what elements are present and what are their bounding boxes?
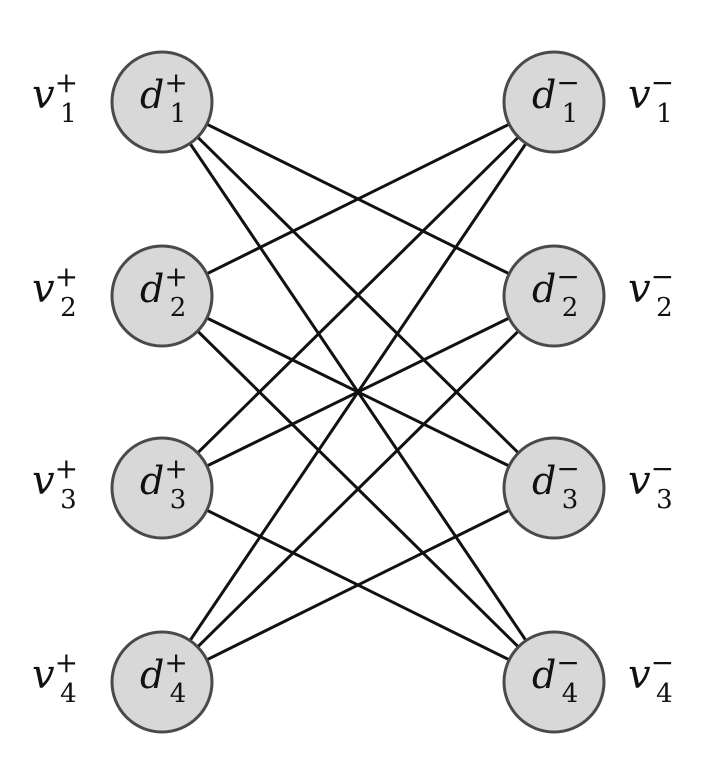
node-label-r2-subscript: 2 bbox=[562, 293, 579, 323]
side-label-right-3-superscript: − bbox=[651, 452, 674, 485]
side-label-right-2-subscript: 2 bbox=[656, 293, 673, 323]
node-label-r4-superscript: − bbox=[556, 646, 579, 679]
node-l4: d+4 bbox=[110, 630, 214, 734]
node-label-l4-superscript: + bbox=[164, 646, 187, 679]
side-label-left-2-superscript: + bbox=[55, 260, 78, 293]
side-label-left-3: v+3 bbox=[32, 452, 78, 515]
node-r4: d−4 bbox=[502, 630, 606, 734]
side-label-right-2-base: v bbox=[628, 266, 651, 312]
edge-l2-r1 bbox=[160, 100, 556, 298]
node-label-r4-subscript: 4 bbox=[562, 679, 579, 709]
side-label-left-2-base: v bbox=[32, 266, 55, 312]
node-label-r2-superscript: − bbox=[556, 260, 579, 293]
node-label-l3: d+3 bbox=[140, 452, 188, 515]
edge-l4-r3 bbox=[160, 486, 556, 684]
node-label-l2-subscript: 2 bbox=[170, 293, 187, 323]
edge-layer bbox=[160, 100, 556, 684]
side-label-layer: v+1v+2v+3v+4v−1v−2v−3v−4 bbox=[32, 66, 674, 709]
side-label-left-2-subscript: 2 bbox=[60, 293, 77, 323]
edge-l4-r2 bbox=[160, 294, 556, 684]
node-label-l3-subscript: 3 bbox=[170, 485, 187, 515]
edge-l4-r1 bbox=[160, 100, 556, 684]
node-label-l4: d+4 bbox=[140, 646, 188, 709]
node-label-l3-base: d bbox=[140, 459, 164, 503]
node-circle-r1 bbox=[502, 50, 606, 154]
side-label-left-3-subscript: 3 bbox=[60, 485, 77, 515]
edge-l3-r1 bbox=[160, 100, 556, 490]
node-r1: d−1 bbox=[502, 50, 606, 154]
node-r2: d−2 bbox=[502, 244, 606, 348]
node-l3: d+3 bbox=[110, 436, 214, 540]
node-label-r3: d−3 bbox=[532, 452, 580, 515]
node-circle-r4 bbox=[502, 630, 606, 734]
side-label-left-3-base: v bbox=[32, 458, 55, 504]
side-label-right-4: v−4 bbox=[628, 646, 674, 709]
side-label-right-3-subscript: 3 bbox=[656, 485, 673, 515]
node-label-r3-superscript: − bbox=[556, 452, 579, 485]
side-label-left-1-base: v bbox=[32, 72, 55, 118]
side-label-left-1-subscript: 1 bbox=[60, 99, 77, 129]
side-label-right-1: v−1 bbox=[628, 66, 674, 129]
node-label-r1-subscript: 1 bbox=[562, 99, 579, 129]
node-l1: d+1 bbox=[110, 50, 214, 154]
side-label-left-1: v+1 bbox=[32, 66, 78, 129]
node-r3: d−3 bbox=[502, 436, 606, 540]
node-circle-l2 bbox=[110, 244, 214, 348]
node-label-r2-base: d bbox=[532, 267, 556, 311]
side-label-right-3: v−3 bbox=[628, 452, 674, 515]
side-label-right-4-subscript: 4 bbox=[656, 679, 673, 709]
side-label-right-1-superscript: − bbox=[651, 66, 674, 99]
node-label-l2: d+2 bbox=[140, 260, 188, 323]
side-label-left-4-superscript: + bbox=[55, 646, 78, 679]
node-circle-r2 bbox=[502, 244, 606, 348]
node-label-l2-base: d bbox=[140, 267, 164, 311]
node-layer: d+1d+2d+3d+4d−1d−2d−3d−4 bbox=[110, 50, 606, 734]
side-label-left-4: v+4 bbox=[32, 646, 78, 709]
node-label-l1-base: d bbox=[140, 73, 164, 117]
side-label-right-1-subscript: 1 bbox=[656, 99, 673, 129]
side-label-right-3-base: v bbox=[628, 458, 651, 504]
side-label-right-2-superscript: − bbox=[651, 260, 674, 293]
node-label-l1: d+1 bbox=[140, 66, 188, 129]
node-label-l4-base: d bbox=[140, 653, 164, 697]
node-label-l1-subscript: 1 bbox=[170, 99, 187, 129]
node-circle-l4 bbox=[110, 630, 214, 734]
node-circle-r3 bbox=[502, 436, 606, 540]
node-label-l4-subscript: 4 bbox=[170, 679, 187, 709]
node-label-r3-subscript: 3 bbox=[562, 485, 579, 515]
side-label-left-1-superscript: + bbox=[55, 66, 78, 99]
node-label-r2: d−2 bbox=[532, 260, 580, 323]
node-label-r3-base: d bbox=[532, 459, 556, 503]
node-l2: d+2 bbox=[110, 244, 214, 348]
side-label-left-4-subscript: 4 bbox=[60, 679, 77, 709]
side-label-left-3-superscript: + bbox=[55, 452, 78, 485]
node-label-r1-superscript: − bbox=[556, 66, 579, 99]
node-circle-l3 bbox=[110, 436, 214, 540]
node-label-l2-superscript: + bbox=[164, 260, 187, 293]
node-label-r1-base: d bbox=[532, 73, 556, 117]
node-label-r4: d−4 bbox=[532, 646, 580, 709]
node-label-r4-base: d bbox=[532, 653, 556, 697]
side-label-left-4-base: v bbox=[32, 652, 55, 698]
side-label-right-4-superscript: − bbox=[651, 646, 674, 679]
side-label-right-2: v−2 bbox=[628, 260, 674, 323]
node-label-l3-superscript: + bbox=[164, 452, 187, 485]
node-label-r1: d−1 bbox=[532, 66, 580, 129]
side-label-right-4-base: v bbox=[628, 652, 651, 698]
node-label-l1-superscript: + bbox=[164, 66, 187, 99]
side-label-left-2: v+2 bbox=[32, 260, 78, 323]
side-label-right-1-base: v bbox=[628, 72, 651, 118]
node-circle-l1 bbox=[110, 50, 214, 154]
